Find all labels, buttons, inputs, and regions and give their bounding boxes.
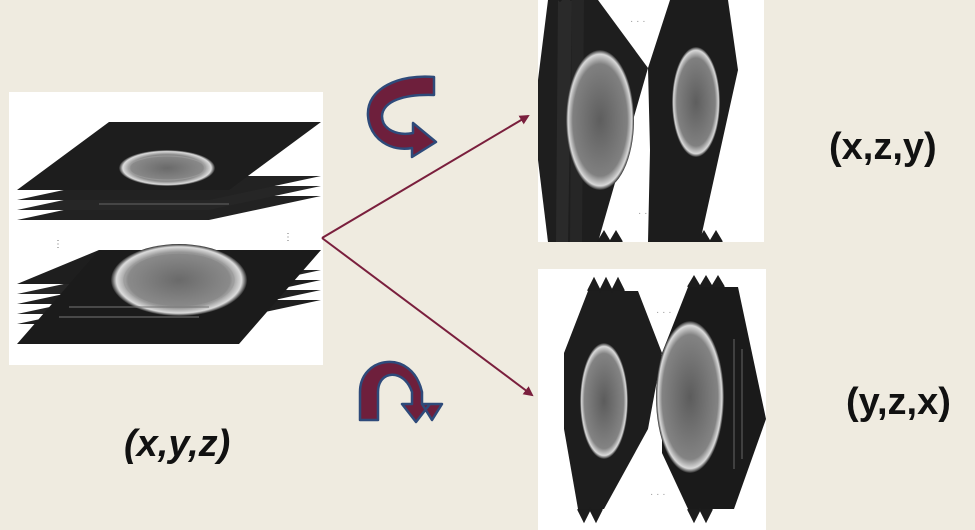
coronal-slice-tissue bbox=[672, 47, 720, 157]
rotate-to-sagittal-icon bbox=[358, 360, 444, 424]
source-slice-stack: ⋮ ⋮ bbox=[9, 92, 323, 365]
coronal-slice-tissue bbox=[566, 50, 634, 190]
coronal-axis-label: (x,z,y) bbox=[829, 126, 937, 168]
sagittal-stack-image: · · · · · · bbox=[564, 275, 766, 524]
source-stack-image: ⋮ ⋮ bbox=[17, 122, 321, 344]
sagittal-slice-tissue bbox=[580, 343, 628, 459]
source-axis-label: (x,y,z) bbox=[124, 423, 231, 465]
svg-text:· · ·: · · · bbox=[638, 208, 654, 219]
axial-slice-tissue bbox=[111, 244, 247, 316]
arrow-to-sagittal bbox=[321, 237, 534, 397]
coronal-slice-stack: · · · · · · bbox=[538, 0, 764, 242]
sagittal-slice-tissue bbox=[656, 321, 724, 473]
slice bbox=[556, 0, 572, 242]
svg-text:⋮: ⋮ bbox=[283, 232, 293, 243]
svg-text:· · ·: · · · bbox=[630, 16, 646, 27]
svg-text:⋮: ⋮ bbox=[53, 239, 63, 250]
svg-text:· · ·: · · · bbox=[656, 307, 672, 318]
sagittal-slice-stack: · · · · · · bbox=[538, 269, 766, 530]
arrow-to-coronal bbox=[321, 114, 530, 239]
rotate-to-coronal-icon bbox=[366, 75, 438, 159]
sagittal-axis-label: (y,z,x) bbox=[846, 381, 951, 423]
coronal-stack-image: · · · · · · bbox=[538, 0, 738, 242]
axial-slice-tissue bbox=[119, 150, 215, 186]
svg-text:· · ·: · · · bbox=[650, 489, 666, 500]
